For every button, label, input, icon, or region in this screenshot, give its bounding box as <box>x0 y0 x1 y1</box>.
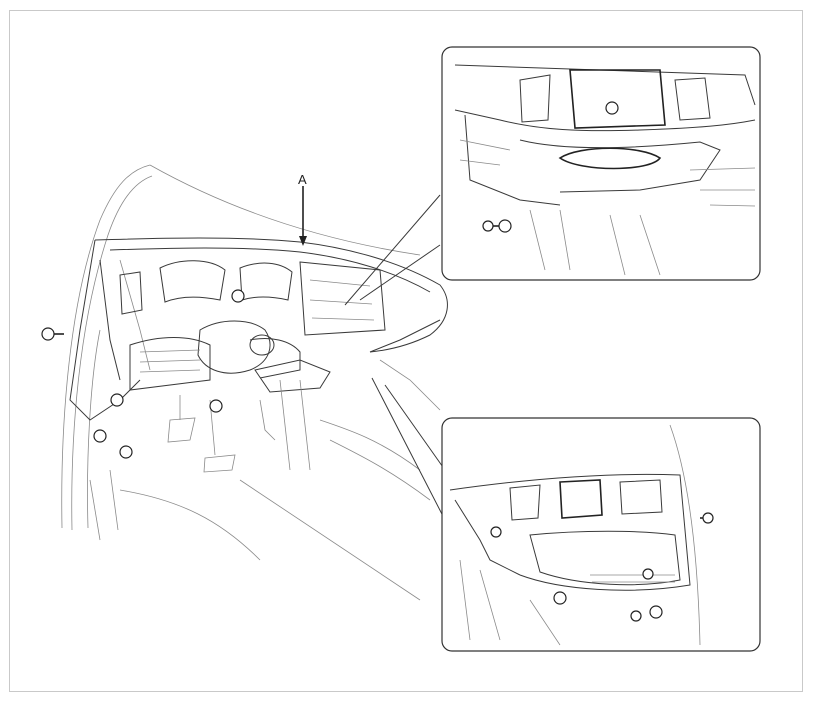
car-interior-drawing <box>61 164 448 601</box>
bolt-icon <box>41 289 245 459</box>
leader-top <box>344 194 441 306</box>
callout-label-a: A <box>298 172 307 187</box>
detail-view-glove-box-side <box>441 417 761 652</box>
leader-bottom <box>371 377 446 521</box>
detail-view-center-fascia <box>441 46 761 281</box>
